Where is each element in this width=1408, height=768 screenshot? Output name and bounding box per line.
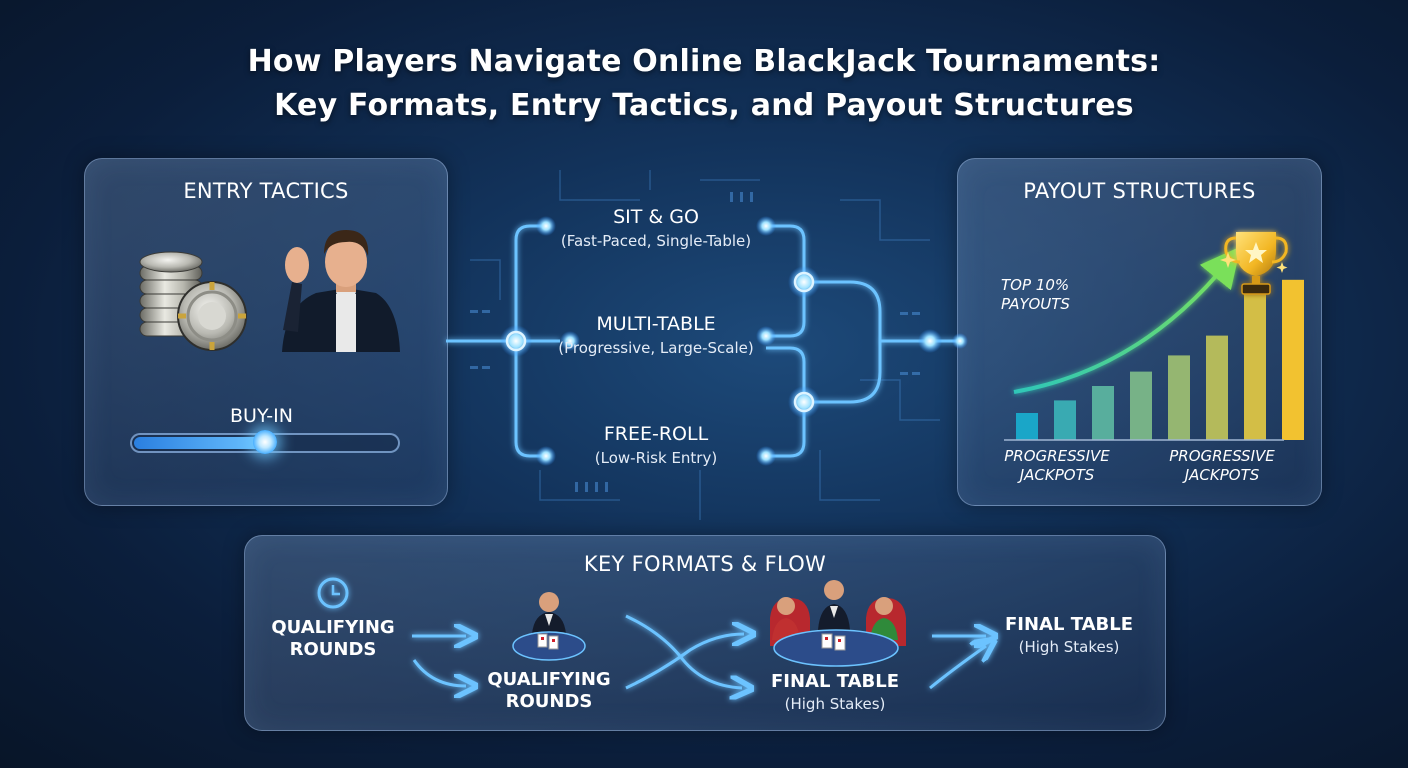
top-payouts-line-1: TOP 10% bbox=[1001, 276, 1070, 294]
progressive-jackpots-label-left: PROGRESSIVE JACKPOTS bbox=[987, 447, 1127, 485]
key-formats-title: KEY FORMATS & FLOW bbox=[583, 552, 827, 576]
format-sit-and-go: SIT & GO (Fast-Paced, Single-Table) bbox=[536, 206, 776, 250]
step-sub: (High Stakes) bbox=[784, 695, 886, 713]
top-payouts-note: TOP 10% PAYOUTS bbox=[1001, 276, 1070, 314]
flow-arrows bbox=[412, 614, 986, 688]
step-line-2: ROUNDS bbox=[505, 691, 593, 712]
buy-in-label: BUY-IN bbox=[230, 405, 293, 427]
format-desc: (Progressive, Large-Scale) bbox=[558, 339, 754, 357]
payout-bar bbox=[1206, 335, 1228, 440]
dealer-table-icon bbox=[512, 592, 586, 661]
jackpot-label-line-1: PROGRESSIVE bbox=[1169, 447, 1275, 465]
format-name: SIT & GO bbox=[613, 206, 699, 228]
circuit-dashes bbox=[470, 192, 920, 492]
key-formats-panel: KEY FORMATS & FLOW bbox=[244, 535, 1166, 731]
poker-chips-icon bbox=[139, 251, 247, 351]
step-line-1: FINAL TABLE bbox=[770, 671, 900, 692]
payout-bar bbox=[1054, 400, 1076, 440]
progressive-jackpots-label-right: PROGRESSIVE JACKPOTS bbox=[1152, 447, 1292, 485]
sparkle-icon bbox=[1220, 252, 1288, 273]
payout-bar bbox=[1282, 279, 1304, 440]
step-qualifying-rounds-2: QUALIFYING ROUNDS bbox=[476, 669, 622, 713]
format-name: FREE-ROLL bbox=[603, 423, 709, 445]
payout-bar bbox=[1244, 294, 1266, 440]
format-name: MULTI-TABLE bbox=[596, 313, 716, 335]
step-final-table-2: FINAL TABLE (High Stakes) bbox=[994, 614, 1144, 656]
payout-bar bbox=[1016, 413, 1038, 440]
main-title-line-1: How Players Navigate Online BlackJack To… bbox=[247, 44, 1161, 79]
step-line-2: ROUNDS bbox=[289, 639, 377, 660]
payout-bars bbox=[1016, 279, 1304, 440]
main-title-line-2: Key Formats, Entry Tactics, and Payout S… bbox=[274, 88, 1134, 123]
payout-structures-title: PAYOUT STRUCTURES bbox=[1023, 179, 1256, 203]
format-desc: (Low-Risk Entry) bbox=[594, 449, 718, 467]
payout-bar bbox=[1092, 386, 1114, 440]
step-sub: (High Stakes) bbox=[1018, 638, 1120, 656]
format-free-roll: FREE-ROLL (Low-Risk Entry) bbox=[556, 423, 756, 467]
step-qualifying-rounds-1: QUALIFYING ROUNDS bbox=[262, 617, 404, 661]
step-line-1: FINAL TABLE bbox=[1004, 614, 1134, 635]
payout-bar bbox=[1168, 355, 1190, 440]
top-payouts-line-2: PAYOUTS bbox=[1001, 295, 1070, 313]
jackpot-label-line-1: PROGRESSIVE bbox=[1004, 447, 1110, 465]
format-desc: (Fast-Paced, Single-Table) bbox=[560, 232, 752, 250]
entry-tactics-title: ENTRY TACTICS bbox=[183, 179, 349, 203]
step-line-1: QUALIFYING bbox=[271, 617, 395, 638]
payout-bar bbox=[1130, 371, 1152, 440]
jackpot-label-line-2: JACKPOTS bbox=[1019, 466, 1095, 484]
buy-in-slider[interactable] bbox=[130, 430, 400, 454]
trophy-icon bbox=[1224, 232, 1288, 295]
step-line-1: QUALIFYING bbox=[487, 669, 611, 690]
buy-in-slider-fill bbox=[134, 437, 265, 449]
buy-in-slider-thumb[interactable] bbox=[253, 430, 277, 454]
jackpot-label-line-2: JACKPOTS bbox=[1184, 466, 1260, 484]
player-avatar-icon bbox=[282, 230, 400, 352]
circuit-traces bbox=[470, 170, 940, 520]
clock-icon bbox=[317, 577, 349, 609]
growth-arrow bbox=[1013, 246, 1241, 394]
flow-nodes bbox=[500, 216, 968, 466]
step-final-table-1: FINAL TABLE (High Stakes) bbox=[760, 671, 910, 713]
format-multi-table: MULTI-TABLE (Progressive, Large-Scale) bbox=[531, 313, 781, 357]
final-table-icon bbox=[770, 580, 906, 667]
